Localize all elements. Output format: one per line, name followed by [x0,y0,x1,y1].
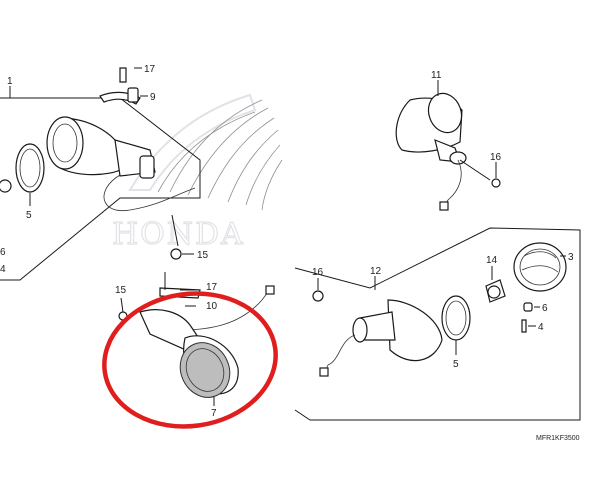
callout-16-right: 16 [490,152,502,163]
callout-14: 14 [486,255,498,266]
honda-wing-watermark: HONDA [111,93,283,253]
callout-15-bottom: 15 [115,285,127,296]
callout-17-bottom: 17 [206,282,218,293]
callout-4-left: 4 [0,264,6,275]
highlight-circle [102,291,278,429]
callout-6-right: 6 [542,303,548,314]
callout-9: 9 [150,92,156,103]
callout-16-left: 16 [312,267,324,278]
watermark-text: HONDA [112,217,245,252]
callout-12: 12 [370,266,382,277]
callout-1: 1 [7,76,13,87]
callout-10: 10 [206,301,218,312]
turn-signal-lamp-11 [395,92,501,211]
drawing-code: MFR1KF3500 [536,435,580,442]
callout-5-left: 5 [26,210,32,221]
callout-3: 3 [568,252,574,263]
callout-11: 11 [431,70,442,81]
callout-5-right: 5 [453,359,459,370]
callout-6-left: 6 [0,247,6,258]
front-left-turn-signal-assembly [0,67,201,281]
callout-7: 7 [211,408,217,419]
callout-4-right: 4 [538,322,544,333]
callout-17-top: 17 [144,64,156,75]
rear-turn-signal-assembly [294,227,581,421]
callout-15-top: 15 [197,250,209,261]
